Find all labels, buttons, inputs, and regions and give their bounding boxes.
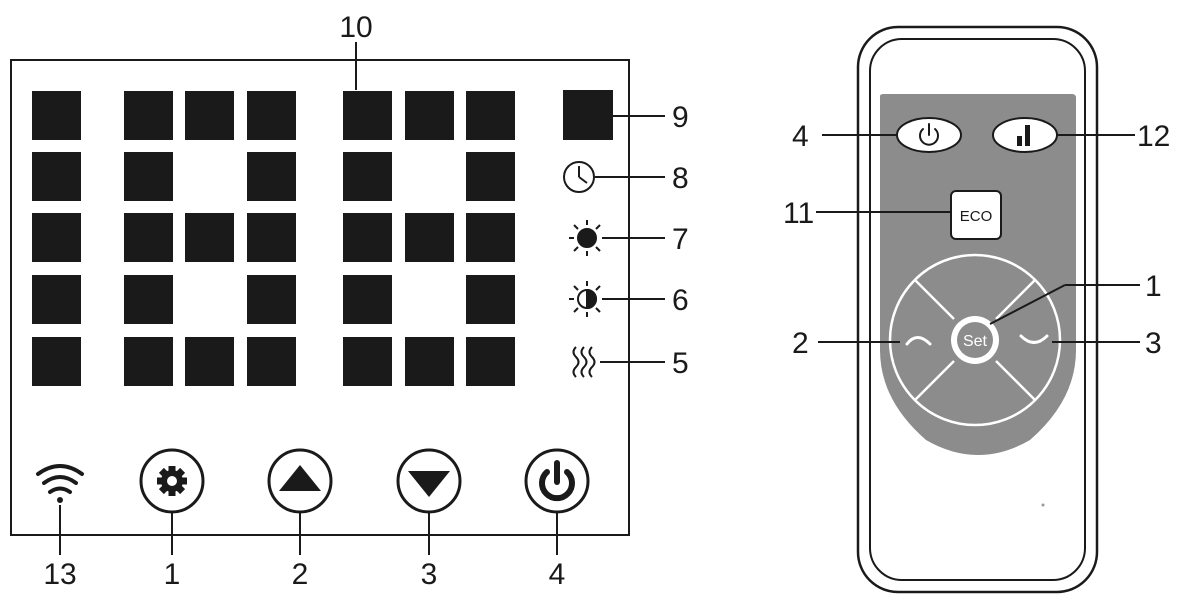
- gear-button[interactable]: [139, 448, 205, 514]
- signal-bars-icon: [1017, 125, 1030, 146]
- segment-block: [185, 213, 234, 262]
- display-panel: 10 9 8 7: [10, 11, 689, 591]
- segment-block: [32, 91, 81, 140]
- square-indicator: [563, 90, 613, 140]
- segment-block: [247, 152, 296, 201]
- segment-block: [124, 91, 173, 140]
- remote-power-button[interactable]: [896, 117, 962, 153]
- callout-8: 8: [672, 162, 689, 195]
- callout-6: 6: [672, 284, 689, 317]
- leader-remote-1a: [989, 284, 1066, 325]
- clock-icon: [563, 161, 595, 193]
- segment-block: [405, 91, 454, 140]
- power-icon: [539, 460, 575, 502]
- segment-block: [466, 275, 515, 324]
- callout-remote-4: 4: [792, 120, 809, 153]
- segment-block: [32, 213, 81, 262]
- segment-block: [343, 337, 392, 386]
- heat-waves-icon: [572, 346, 596, 378]
- segment-block: [247, 275, 296, 324]
- callout-2: 2: [292, 558, 309, 591]
- callout-10: 10: [339, 11, 372, 44]
- wifi-icon[interactable]: [36, 464, 84, 503]
- chevron-down-icon[interactable]: [1019, 334, 1049, 344]
- set-label: Set: [963, 333, 988, 350]
- segment-block: [247, 337, 296, 386]
- eco-button[interactable]: ECO: [950, 190, 1002, 240]
- callout-remote-1: 1: [1145, 270, 1162, 303]
- segment-block: [466, 213, 515, 262]
- segment-display: [32, 91, 515, 386]
- segment-block: [343, 213, 392, 262]
- callout-remote-3: 3: [1145, 327, 1162, 360]
- segment-block: [124, 275, 173, 324]
- callout-remote-2: 2: [792, 327, 809, 360]
- segment-block: [32, 275, 81, 324]
- segment-block: [124, 152, 173, 201]
- segment-block: [466, 337, 515, 386]
- triangle-down-icon: [408, 471, 450, 497]
- remote-level-button[interactable]: [992, 117, 1058, 153]
- callout-remote-12: 12: [1137, 120, 1170, 153]
- triangle-up-icon: [279, 465, 321, 491]
- segment-block: [466, 152, 515, 201]
- segment-block: [405, 213, 454, 262]
- set-button[interactable]: Set: [951, 316, 999, 364]
- up-button[interactable]: [267, 448, 333, 514]
- sun-half-icon: [569, 281, 601, 317]
- remote-control: 4 12 ECO 11: [783, 25, 1170, 594]
- callout-9: 9: [672, 101, 689, 134]
- segment-block: [185, 91, 234, 140]
- gear-icon: [157, 466, 187, 496]
- segment-block: [343, 152, 392, 201]
- segment-block: [466, 91, 515, 140]
- segment-block: [247, 91, 296, 140]
- callout-3: 3: [421, 558, 438, 591]
- display-frame: [10, 59, 630, 536]
- segment-block: [343, 275, 392, 324]
- sun-full-icon: [569, 220, 601, 256]
- callout-7: 7: [672, 223, 689, 256]
- segment-block: [32, 337, 81, 386]
- indicator-light: [1041, 503, 1045, 507]
- segment-block: [124, 213, 173, 262]
- segment-block: [124, 337, 173, 386]
- segment-block: [185, 337, 234, 386]
- callout-remote-11: 11: [783, 197, 814, 230]
- eco-label: ECO: [960, 208, 993, 225]
- callout-13: 13: [43, 558, 76, 591]
- segment-block: [32, 152, 81, 201]
- power-button[interactable]: [524, 448, 590, 514]
- segment-block: [405, 337, 454, 386]
- callout-1: 1: [164, 558, 181, 591]
- remote-power-icon: [919, 123, 939, 146]
- segment-block: [247, 213, 296, 262]
- segment-block: [343, 91, 392, 140]
- down-button[interactable]: [396, 448, 462, 514]
- chevron-up-icon[interactable]: [905, 336, 932, 346]
- callout-5: 5: [672, 347, 689, 380]
- callout-4: 4: [549, 558, 566, 591]
